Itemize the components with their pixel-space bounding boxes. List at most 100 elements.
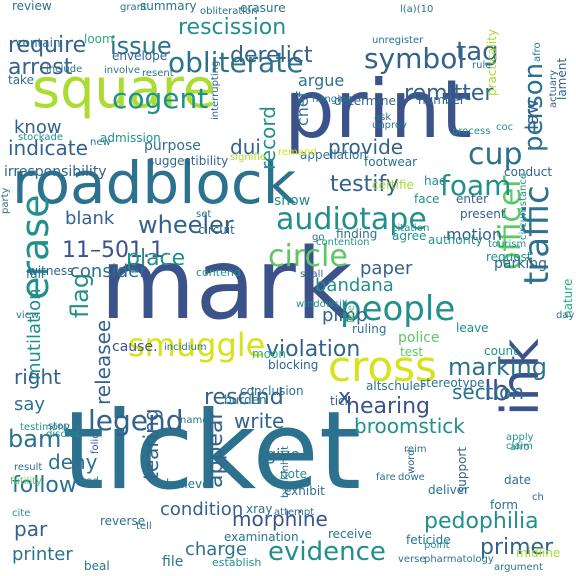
cloud-word: result — [14, 462, 42, 473]
cloud-word: interrupting — [210, 61, 221, 120]
cloud-word: admission — [100, 131, 161, 145]
cloud-word: beal — [84, 559, 110, 573]
cloud-word: arrest — [8, 55, 73, 80]
cloud-word: hearing — [346, 394, 430, 419]
cloud-word: violation — [266, 337, 360, 362]
cloud-word: police — [398, 330, 440, 346]
cloud-word: printer — [12, 544, 73, 565]
cloud-word: obliterate — [168, 46, 304, 79]
cloud-word: circle — [268, 239, 348, 274]
cloud-word: l(a)(10 — [400, 4, 433, 15]
cloud-word: agree — [392, 229, 426, 243]
cloud-word: authority — [428, 233, 483, 247]
cloud-word: blocking — [268, 358, 318, 372]
cloud-word: show — [274, 193, 310, 209]
cloud-word: ink — [491, 338, 551, 416]
cloud-word: erasure — [240, 1, 286, 15]
cloud-word: remitter — [404, 81, 494, 106]
cloud-word: symbol — [364, 42, 465, 75]
cloud-word: indicate — [8, 136, 88, 160]
cloud-word: disclos — [46, 429, 80, 440]
cloud-word: number — [418, 93, 465, 107]
cloud-word: erase — [13, 195, 57, 300]
cloud-word: folio — [90, 433, 101, 454]
cloud-word: suggestibility — [148, 154, 228, 168]
cloud-word: determine — [334, 94, 396, 108]
cloud-word: apply — [506, 432, 534, 443]
cloud-word: resent — [142, 68, 174, 79]
cloud-word: request — [486, 250, 532, 264]
cloud-word: windowsill — [296, 299, 347, 310]
cloud-word: citation — [392, 223, 429, 234]
cloud-word: establish — [212, 556, 261, 569]
cloud-word: signifie — [230, 152, 266, 163]
cloud-word: place — [126, 246, 185, 271]
cloud-word: form — [490, 498, 518, 512]
cloud-word: releasee — [91, 320, 115, 405]
cloud-word: evidence — [268, 537, 386, 567]
cloud-word: pedophilia — [424, 509, 539, 534]
cloud-word: pimp — [322, 305, 367, 326]
cloud-word: unregister — [372, 35, 424, 46]
cloud-word: follow — [12, 473, 77, 498]
cloud-word: foam — [440, 169, 511, 202]
cloud-word: issue — [110, 32, 172, 60]
cloud-word: footwear — [364, 155, 417, 169]
cloud-word: condition — [160, 499, 243, 520]
cloud-word: cup — [468, 137, 523, 172]
cloud-word: present — [460, 207, 506, 221]
cloud-word: consider — [70, 261, 147, 282]
cloud-word: purpose — [144, 138, 201, 154]
cloud-word: ch — [532, 492, 544, 503]
cloud-word: afro — [532, 42, 543, 62]
cloud-word: reverse — [100, 514, 145, 528]
cloud-word: flag — [66, 273, 94, 318]
cloud-word: primer — [480, 535, 554, 560]
cloud-word: traffic — [517, 185, 557, 285]
cloud-word: include — [46, 64, 82, 75]
cloud-word: cross — [328, 342, 437, 391]
cloud-word: rescission — [178, 15, 286, 40]
cloud-word: face — [414, 192, 440, 206]
cloud-word: parking — [494, 256, 547, 272]
cloud-word: unprov — [372, 120, 407, 131]
cloud-word: set — [196, 209, 211, 220]
cloud-word: examination — [224, 530, 299, 544]
cloud-word: smuggle — [128, 326, 265, 364]
cloud-word: receive — [328, 527, 372, 541]
cloud-word: loom — [84, 32, 114, 46]
cloud-word: people — [340, 289, 455, 329]
cloud-word: testimony — [20, 422, 70, 433]
cloud-word: exhibit — [284, 484, 325, 498]
cloud-word: section — [452, 380, 524, 404]
cloud-word: note — [280, 467, 307, 481]
cloud-word: ask — [374, 112, 391, 123]
cloud-word: dowe — [398, 472, 425, 483]
cloud-word: contention — [316, 237, 370, 248]
cloud-word: review — [12, 0, 52, 13]
cloud-word: claim — [506, 441, 533, 452]
cloud-word: feticide — [406, 533, 451, 547]
cloud-word: print — [284, 63, 472, 156]
cloud-word: nature — [561, 279, 575, 318]
cloud-word: right — [14, 365, 61, 389]
cloud-word: name — [180, 415, 208, 426]
cloud-word: argue — [298, 71, 344, 90]
cloud-word: burden — [224, 393, 267, 407]
cloud-word: practicality — [485, 29, 499, 96]
cloud-word: take — [8, 73, 34, 87]
cloud-word: paper — [360, 258, 413, 279]
cloud-word: involve — [104, 65, 140, 76]
cloud-word: certifie — [372, 178, 414, 192]
cloud-word: circumstance — [518, 173, 529, 240]
cloud-word: x — [338, 385, 351, 410]
cloud-word: fare — [376, 472, 396, 483]
cloud-word: dui — [230, 135, 261, 159]
cloud-word: mark — [100, 228, 353, 342]
cloud-word: obliteration — [200, 6, 258, 17]
cloud-word: fail — [26, 267, 44, 281]
cloud-word: square — [32, 57, 216, 120]
cloud-word: conclusion — [240, 384, 304, 398]
cloud-word: wheeler — [138, 211, 234, 239]
